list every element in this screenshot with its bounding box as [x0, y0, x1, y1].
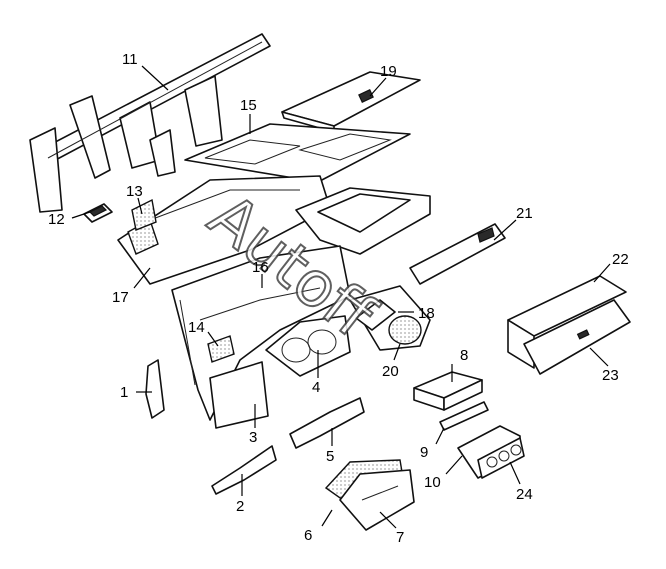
- callout-20: 20: [382, 363, 399, 380]
- callout-7: 7: [396, 529, 404, 546]
- part-5-lower-trim: [289, 397, 365, 449]
- leader-lines: [71, 65, 611, 529]
- callout-8: 8: [460, 347, 468, 364]
- part-19-upper-tray: [281, 71, 421, 133]
- part-12-side-vent: [83, 203, 113, 223]
- callout-16: 16: [252, 259, 269, 276]
- callout-3: 3: [249, 429, 257, 446]
- callout-10: 10: [424, 474, 441, 491]
- callout-labels: 1 2 3 4 5 6 7 8 9 10 11 12 13 14 15 16 1…: [48, 51, 629, 546]
- callout-13: 13: [126, 183, 143, 200]
- part-14-dash-vent: [207, 335, 235, 363]
- part-1-side-end-cap: [145, 359, 165, 419]
- part-8-radio-unit: [413, 371, 483, 411]
- callout-23: 23: [602, 367, 619, 384]
- callout-14: 14: [188, 319, 205, 336]
- callout-1: 1: [120, 384, 128, 401]
- part-20-steering-column-cover: [349, 285, 431, 351]
- part-2-knee-trim: [211, 445, 277, 495]
- callout-5: 5: [326, 448, 334, 465]
- callout-21: 21: [516, 205, 533, 222]
- callout-4: 4: [312, 379, 320, 396]
- part-3-lower-left-panel: [209, 361, 269, 429]
- callout-19: 19: [380, 63, 397, 80]
- callout-9: 9: [420, 444, 428, 461]
- part-9-control-strip: [439, 401, 489, 431]
- part-13-vent-grille: [131, 198, 157, 231]
- callout-24: 24: [516, 486, 533, 503]
- part-23-glove-box-lid: [523, 299, 631, 375]
- part-22-glove-box-bin: [507, 275, 627, 369]
- center-console-frame: [295, 187, 431, 255]
- callout-11: 11: [122, 51, 138, 68]
- callout-2: 2: [236, 498, 244, 515]
- part-7-cluster-lens: [339, 469, 415, 531]
- callout-6: 6: [304, 527, 312, 544]
- part-15-top-cover-panel: [184, 123, 411, 183]
- callout-17: 17: [112, 289, 129, 306]
- callout-18: 18: [418, 305, 435, 322]
- callout-22: 22: [612, 251, 629, 268]
- part-21-right-dash-panel: [409, 223, 506, 285]
- callout-15: 15: [240, 97, 257, 114]
- callout-12: 12: [48, 211, 65, 228]
- part-18-column-switch: [355, 299, 396, 331]
- part-17-upper-dashboard-pad: [117, 175, 331, 285]
- part-24-heater-control-panel: [477, 437, 525, 479]
- part-11-crossmember-beam: [29, 33, 271, 213]
- part-4-cluster-hood: [265, 315, 351, 377]
